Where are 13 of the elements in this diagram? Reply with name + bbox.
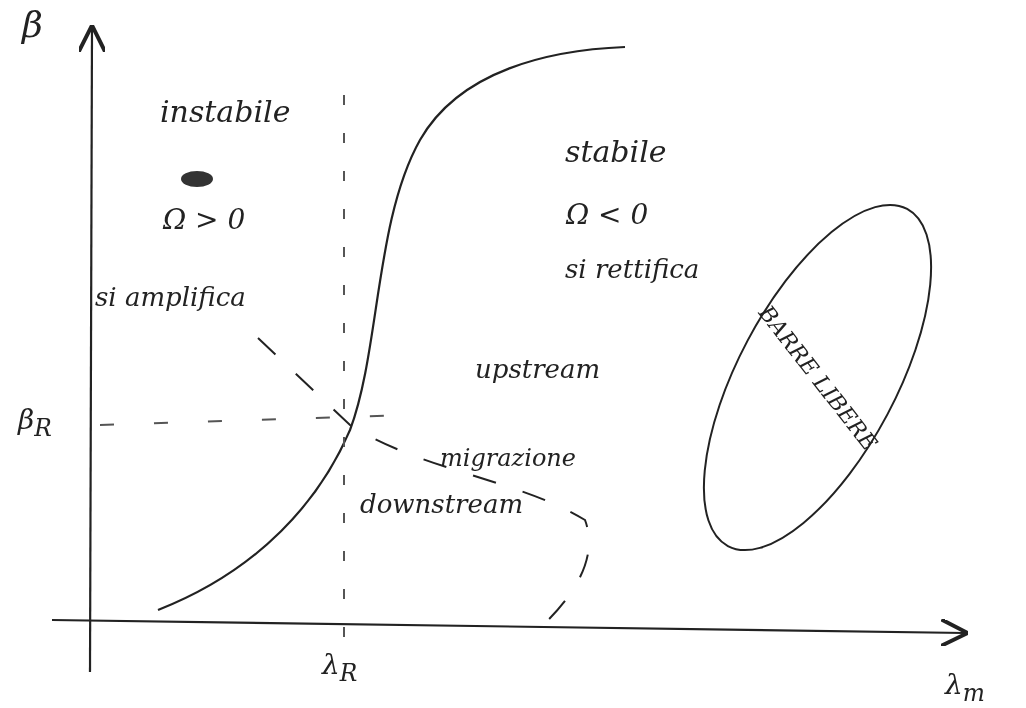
inequality-label: Ω < 0 [566, 200, 649, 231]
annotation-text: migrazione [440, 445, 576, 472]
flow-label: downstream [360, 490, 524, 519]
axis-value-label: β$_{R}$ [18, 405, 52, 442]
annotation-text: si rettifica [565, 255, 700, 284]
axis-value-label: λ$_{R}$ [322, 650, 358, 687]
region-label: stabile [565, 135, 667, 168]
region-label: instabile [160, 95, 291, 128]
flow-label: upstream [475, 355, 601, 384]
inequality-label: Ω > 0 [163, 205, 246, 236]
annotation-text: si amplifica [95, 283, 246, 312]
axis-label: β [22, 5, 43, 45]
axis-label: λ$_{m}$ [945, 670, 985, 707]
